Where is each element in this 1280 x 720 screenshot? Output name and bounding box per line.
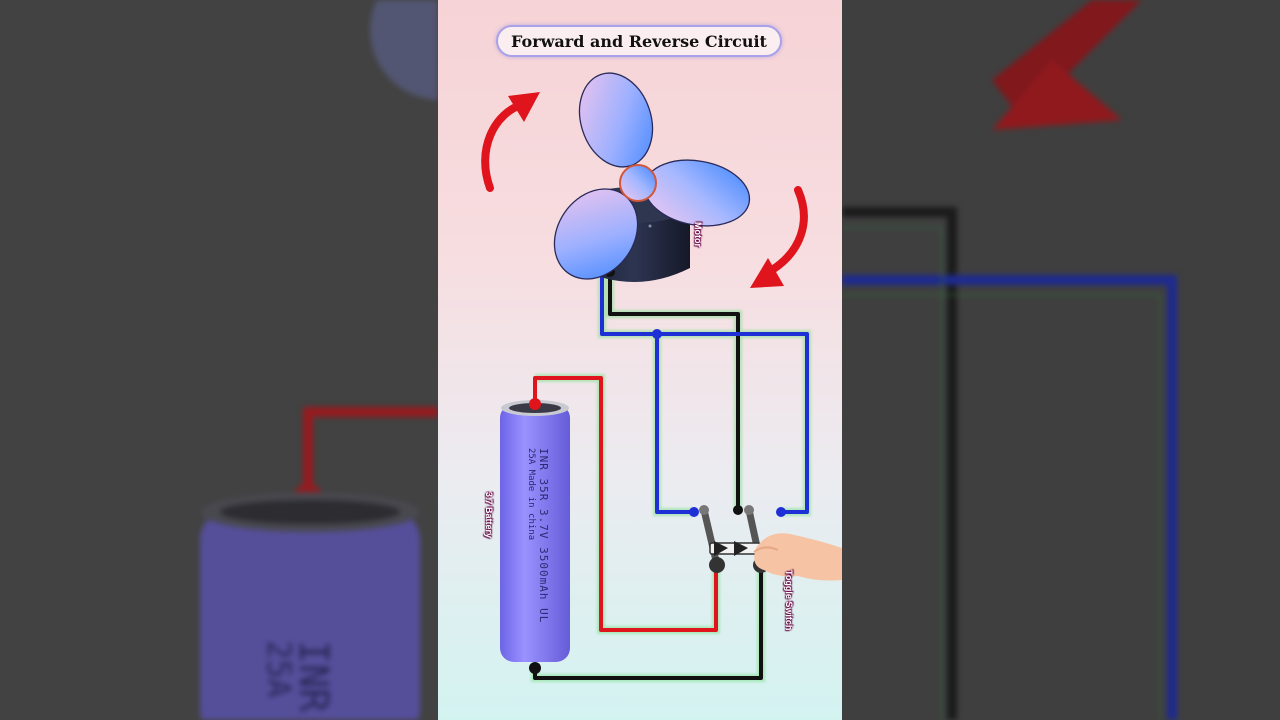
- background-right: [842, 0, 1280, 720]
- diagram-title: Forward and Reverse Circuit: [511, 31, 767, 51]
- circuit-panel: Forward and Reverse Circuit Motor 3.7 Ba…: [438, 0, 842, 720]
- battery-print-line2: 25A Made in china: [526, 448, 536, 541]
- positive-wire: [533, 376, 718, 632]
- battery-print-line1: INR 35R 3.7V 3500mAh UL: [537, 448, 550, 624]
- fan-blades: [553, 72, 751, 280]
- battery-cell-icon: [500, 398, 570, 674]
- battery-print: INR 35R 3.7V 3500mAh UL 25A Made in chin…: [524, 448, 550, 623]
- rotation-arrow-icon: [481, 92, 540, 192]
- motor-label: Motor: [693, 222, 703, 247]
- title-pill: Forward and Reverse Circuit: [496, 25, 782, 57]
- circuit-diagram: [481, 72, 842, 682]
- junction-dot: [652, 329, 662, 339]
- background-cell-print-1: INR: [290, 640, 336, 713]
- background-right-art: [842, 0, 1177, 720]
- motor-blue-wire: [600, 272, 809, 514]
- switch-label: Toggle Switch: [784, 570, 794, 631]
- battery-label: 3.7 Battery: [484, 492, 494, 539]
- background-left: INR 25A: [0, 0, 438, 720]
- background-cell-print-2: 25A: [260, 640, 298, 698]
- terminal-dot: [689, 507, 699, 517]
- terminal-dot: [776, 507, 786, 517]
- motor-black-wire: [608, 272, 740, 510]
- background-left-art: INR 25A: [200, 0, 438, 720]
- terminal-dot: [733, 505, 743, 515]
- rotation-arrow-icon: [750, 186, 808, 288]
- finger-hand-icon: [753, 533, 842, 581]
- cross-blue-wire: [655, 334, 694, 514]
